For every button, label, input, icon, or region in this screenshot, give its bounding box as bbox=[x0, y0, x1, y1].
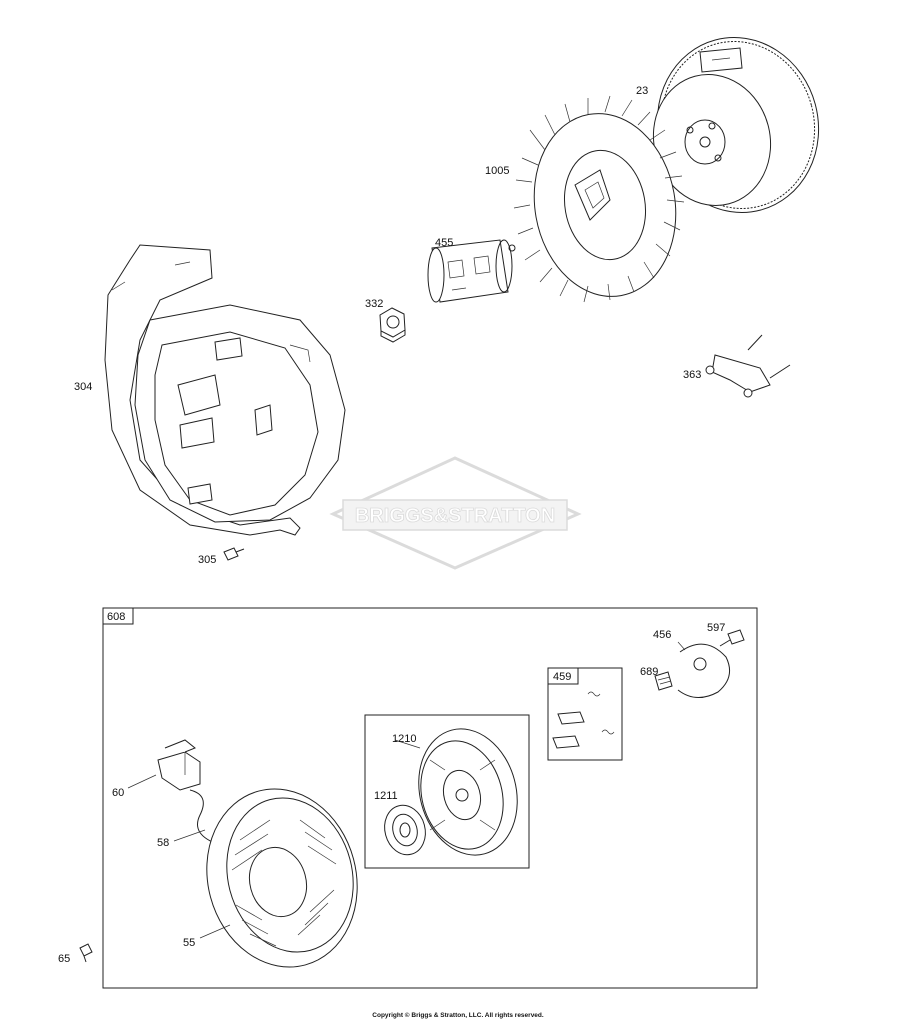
callout-455: 455 bbox=[435, 237, 453, 249]
callout-456: 456 bbox=[653, 629, 671, 641]
callout-58: 58 bbox=[157, 837, 169, 849]
callout-23: 23 bbox=[636, 85, 648, 97]
callout-332: 332 bbox=[365, 298, 383, 310]
starter-housing bbox=[206, 788, 358, 968]
pawl-kit-box: 459 bbox=[547, 667, 623, 761]
callout-363: 363 bbox=[683, 369, 701, 381]
callout-1211: 1211 bbox=[374, 790, 398, 802]
flywheel-nut bbox=[379, 307, 406, 343]
leader-lines bbox=[127, 739, 421, 939]
spring-689 bbox=[654, 671, 673, 691]
cooling-fan bbox=[513, 95, 685, 303]
starter-pulley bbox=[418, 728, 518, 856]
callout-55: 55 bbox=[183, 937, 195, 949]
flywheel bbox=[652, 37, 820, 213]
blower-housing bbox=[104, 244, 346, 536]
screw-305 bbox=[223, 547, 245, 561]
callout-65: 65 bbox=[58, 953, 70, 965]
pulley-box bbox=[364, 714, 530, 869]
box-label-459: 459 bbox=[553, 671, 571, 683]
callout-1210: 1210 bbox=[392, 733, 416, 745]
starter-cup bbox=[427, 239, 516, 303]
callout-1005: 1005 bbox=[485, 165, 509, 177]
bracket-assembly bbox=[705, 334, 791, 398]
ratchet bbox=[677, 641, 731, 698]
callout-597: 597 bbox=[707, 622, 725, 634]
watermark-text: BRIGGS&STRATTON bbox=[355, 505, 555, 527]
callout-304: 304 bbox=[74, 381, 92, 393]
screw-65 bbox=[79, 943, 93, 963]
starter-handle bbox=[157, 739, 201, 791]
box-label-608: 608 bbox=[107, 611, 125, 623]
callout-60: 60 bbox=[112, 787, 124, 799]
starter-rope bbox=[189, 789, 221, 846]
screw-597 bbox=[719, 629, 745, 647]
starter-assembly-box: 608 bbox=[102, 607, 758, 989]
briggs-stratton-watermark: BRIGGS&STRATTON bbox=[329, 456, 582, 570]
recoil-spring bbox=[384, 804, 426, 856]
copyright-notice: Copyright © Briggs & Stratton, LLC. All … bbox=[372, 1012, 544, 1019]
callout-305: 305 bbox=[198, 554, 216, 566]
callout-689: 689 bbox=[640, 666, 658, 678]
